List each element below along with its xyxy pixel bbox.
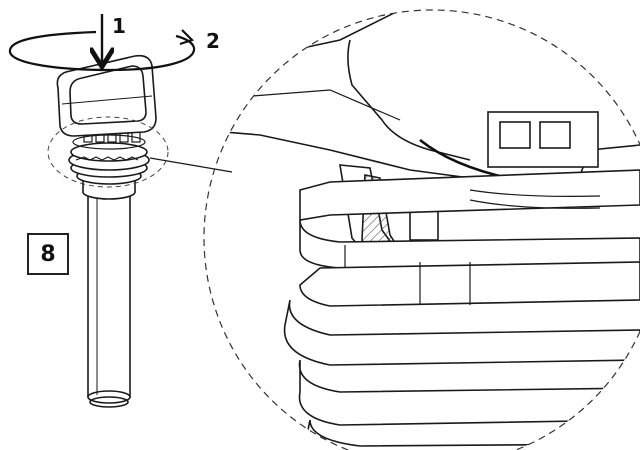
cap-handle — [56, 54, 157, 137]
magnifier-circle — [203, 9, 640, 450]
detail-view — [203, 9, 640, 450]
step-2-label: 2 — [206, 29, 220, 53]
rotate-arrowhead — [179, 29, 195, 46]
tube — [87, 191, 131, 408]
leader-line — [149, 157, 233, 173]
figure-number: 8 — [40, 241, 56, 267]
rotate-arrow — [8, 30, 196, 72]
step-1-label: 1 — [112, 14, 126, 38]
overview-part — [8, 14, 196, 408]
collar — [68, 142, 150, 200]
figure-number-box: 8 — [27, 233, 69, 275]
detail-marker-circle — [47, 116, 169, 188]
